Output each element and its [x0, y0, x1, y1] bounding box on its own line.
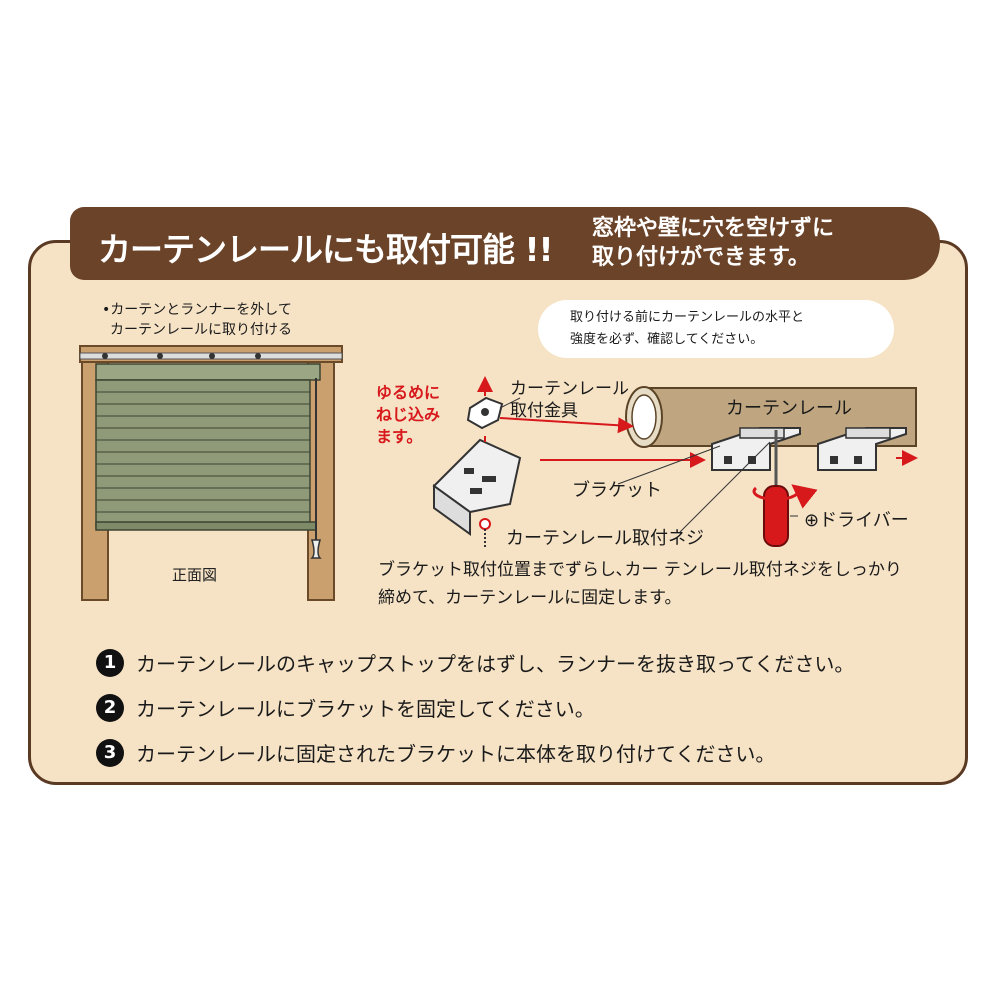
screwdriver-handle	[763, 485, 789, 547]
runner	[157, 353, 163, 359]
screw-label: カーテンレール取付ネジ	[506, 528, 704, 549]
step-item: 1 カーテンレールのキャップストップをはずし、ランナーを抜き取ってください。	[96, 640, 854, 685]
instruction-text: ブラケット取付位置までずらし､カー テンレール取付ネジをしっかり 締めて、カーテ…	[378, 556, 902, 612]
fitting-part-drawing	[466, 396, 504, 430]
fitting-label: カーテンレール 取付金具	[510, 379, 629, 421]
rail-label: カーテンレール	[726, 398, 852, 419]
caution-bubble: 取り付ける前にカーテンレールの水平と 強度を必ず、確認してください。	[538, 300, 894, 358]
banner-subtitle-line1: 窓枠や壁に穴を空けずに	[592, 216, 835, 241]
blind-headrail	[95, 363, 321, 381]
driver-label: ⊕ドライバー	[804, 510, 909, 531]
instruction-line2: 締めて、カーテンレールに固定します。	[378, 588, 682, 608]
cord-weight	[310, 539, 322, 559]
step-item: 2 カーテンレールにブラケットを固定してください。	[96, 685, 854, 730]
instruction-line1: ブラケット取付位置までずらし､カー テンレール取付ネジをしっかり	[378, 560, 902, 580]
screw-drawing	[479, 518, 491, 548]
front-view-drawing	[79, 345, 343, 601]
bracket-part-drawing	[432, 438, 522, 536]
bracket-on-rail	[817, 427, 907, 471]
runner	[255, 353, 261, 359]
removal-note: •カーテンとランナーを外して カーテンレールに取り付ける	[102, 300, 292, 340]
step-item: 3 カーテンレールに固定されたブラケットに本体を取り付けてください。	[96, 730, 854, 775]
banner-title: カーテンレールにも取付可能 !!	[98, 230, 554, 269]
step-number: 1	[96, 648, 124, 677]
banner-subtitle-line2: 取り付けができます。	[592, 245, 810, 270]
blind-bottom-rail	[95, 521, 317, 531]
step-text: カーテンレールのキャップストップをはずし、ランナーを抜き取ってください。	[136, 652, 855, 676]
steps-list: 1 カーテンレールのキャップストップをはずし、ランナーを抜き取ってください。 2…	[96, 640, 854, 775]
step-text: カーテンレールに固定されたブラケットに本体を取り付けてください。	[136, 742, 776, 766]
blind-slats	[95, 379, 311, 529]
frame-right-post	[307, 349, 335, 601]
curtain-rail-drawing	[625, 386, 917, 448]
removal-note-line2: カーテンレールに取り付ける	[110, 322, 292, 338]
loose-screw-label: ゆるめに ねじ込み ます。	[376, 383, 441, 446]
rail-opening	[631, 394, 657, 440]
step-number: 2	[96, 693, 124, 722]
caution-line2: 強度を必ず、確認してください。	[570, 332, 764, 347]
banner-subtitle: 窓枠や壁に穴を空けずに 取り付けができます。	[592, 214, 834, 272]
insert-arrow	[499, 417, 634, 434]
bracket-label: ブラケット	[572, 480, 662, 501]
step-text: カーテンレールにブラケットを固定してください。	[136, 697, 595, 721]
title-banner: カーテンレールにも取付可能 !! 窓枠や壁に穴を空けずに 取り付けができます。	[70, 207, 940, 280]
runner	[102, 353, 108, 359]
step-number: 3	[96, 738, 124, 767]
caution-line1: 取り付ける前にカーテンレールの水平と	[570, 310, 805, 325]
runner	[209, 353, 215, 359]
screwdriver-drawing	[752, 430, 818, 547]
front-view-label: 正面図	[172, 566, 217, 584]
removal-note-line1: •カーテンとランナーを外して	[102, 302, 292, 318]
rotate-arrow	[752, 484, 818, 509]
